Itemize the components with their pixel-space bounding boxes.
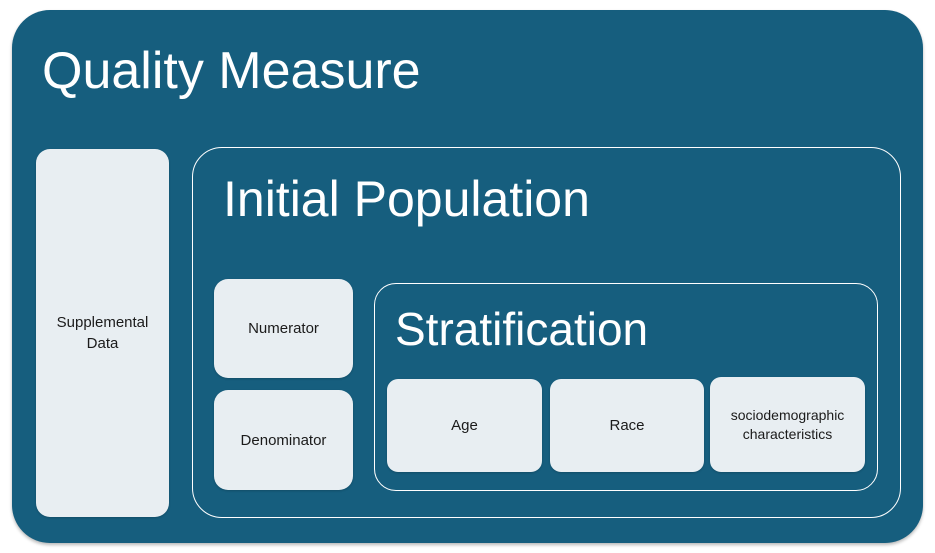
age-label: Age <box>451 417 478 434</box>
stratification-box: Stratification Age Race sociodemographic… <box>374 283 878 491</box>
denominator-box: Denominator <box>214 390 353 490</box>
sociodemographic-label: sociodemographic characteristics <box>730 406 845 442</box>
initial-population-box: Initial Population Numerator Denominator… <box>192 147 901 518</box>
denominator-label: Denominator <box>240 431 327 449</box>
initial-population-title: Initial Population <box>223 171 590 227</box>
race-box: Race <box>550 379 704 472</box>
supplemental-data-box: Supplemental Data <box>36 149 169 517</box>
numerator-box: Numerator <box>214 279 353 378</box>
stratification-title: Stratification <box>395 303 649 355</box>
sociodemographic-box: sociodemographic characteristics <box>710 377 865 472</box>
supplemental-data-label: Supplemental Data <box>56 314 149 352</box>
quality-measure-title: Quality Measure <box>42 42 421 100</box>
age-box: Age <box>387 379 542 472</box>
quality-measure-container: Quality Measure Supplemental Data Initia… <box>12 10 923 543</box>
numerator-label: Numerator <box>248 320 319 337</box>
race-label: Race <box>609 417 645 434</box>
